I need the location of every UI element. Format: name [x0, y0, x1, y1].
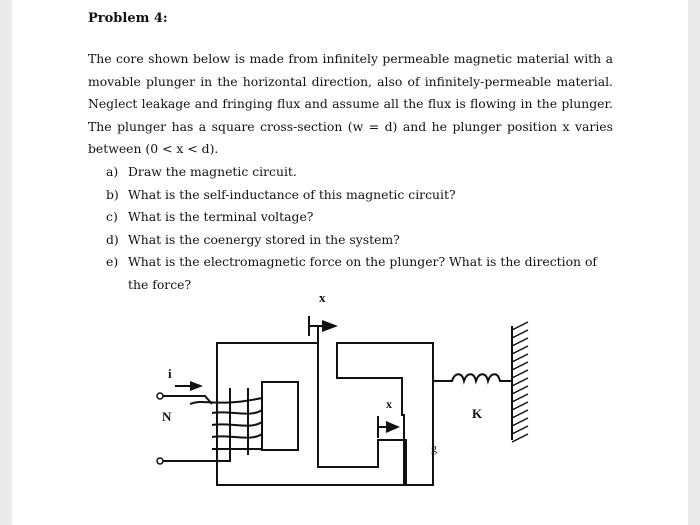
arrow-x-top: [308, 316, 338, 336]
question-label: a): [106, 163, 119, 179]
question-item: a) Draw the magnetic circuit.: [106, 161, 613, 184]
label-x-top: x: [319, 290, 326, 305]
question-text: What is the self-inductance of this magn…: [128, 186, 456, 202]
question-label: e): [106, 254, 119, 270]
wall-hatching: [511, 321, 529, 443]
coil-lead-bottom: [162, 452, 231, 462]
page-margin-right: [688, 0, 700, 525]
label-spring-k: K: [472, 406, 483, 421]
page-margin-left: [0, 0, 12, 525]
problem-title: Problem 4:: [88, 11, 168, 26]
question-text: What is the terminal voltage?: [128, 209, 314, 225]
label-turns: N: [162, 409, 172, 424]
arrow-current: [175, 381, 203, 391]
label-x-gap: x: [386, 397, 392, 411]
question-label: d): [106, 231, 119, 247]
coil-lead-top: [162, 395, 213, 405]
question-item: c) What is the terminal voltage?: [106, 206, 613, 229]
question-text: What is the coenergy stored in the syste…: [128, 231, 400, 247]
question-text: Draw the magnetic circuit.: [128, 163, 297, 179]
question-item: d) What is the coenergy stored in the sys…: [106, 229, 613, 252]
problem-intro: The core shown below is made from infini…: [88, 51, 613, 157]
magnetic-circuit-figure: x i N x K g: [156, 290, 529, 486]
terminal-bottom: [156, 457, 164, 465]
question-label: c): [106, 209, 118, 225]
label-gap-g: g: [431, 441, 437, 455]
core-outline: [216, 342, 434, 486]
question-text: What is the electromagnetic force on the…: [128, 254, 598, 292]
arrow-x-gap: [377, 416, 400, 438]
coil-winding: [189, 397, 263, 450]
problem-text: Problem 4: The core shown below is made …: [88, 8, 613, 297]
question-label: b): [106, 186, 119, 202]
terminal-top: [156, 392, 164, 400]
core-window-inner: [261, 381, 299, 451]
spring: [433, 373, 512, 385]
question-list: a) Draw the magnetic circuit. b) What is t…: [88, 161, 613, 297]
question-item: b) What is the self-inductance of this ma…: [106, 184, 613, 207]
question-item: e) What is the electromagnetic force on t…: [106, 251, 613, 296]
label-current: i: [168, 366, 172, 381]
